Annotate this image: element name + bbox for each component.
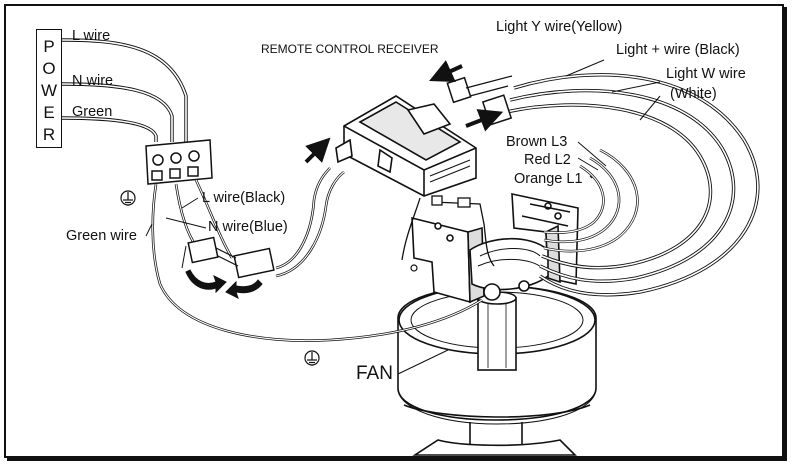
light-plus-label: Light + wire (Black): [616, 42, 740, 58]
remote-control-receiver: [335, 95, 477, 197]
rotate-arrows-icon: [185, 269, 263, 299]
power-wires: [61, 38, 188, 142]
terminal-block-icon: [145, 139, 213, 185]
power-letter: P: [43, 37, 55, 56]
remote-receiver-label: REMOTE CONTROL RECEIVER: [261, 42, 439, 56]
red-l2-label: Red L2: [524, 152, 571, 168]
orange-l1-label: Orange L1: [514, 171, 583, 187]
l-wire-black-label: L wire(Black): [202, 190, 286, 206]
ground-icon: [120, 190, 418, 366]
diagram-frame: [4, 4, 784, 458]
fan-label: FAN: [356, 363, 393, 384]
green-wire-label: Green wire: [66, 228, 137, 244]
power-letter: O: [42, 59, 56, 78]
brown-l3-label: Brown L3: [506, 134, 568, 150]
light-y-label: Light Y wire(Yellow): [496, 19, 623, 35]
power-letter: R: [42, 125, 56, 144]
receiver-to-fan-wires: [401, 195, 495, 267]
green-label: Green: [72, 104, 113, 120]
inline-connectors: [187, 236, 275, 279]
arrow-icon: [304, 60, 504, 164]
l-wire-label: L wire: [72, 28, 111, 44]
leader-lines: [145, 197, 449, 375]
n-wire-label: N wire: [72, 73, 114, 89]
light-w-label: Light W wire: [666, 66, 746, 82]
light-wires: [505, 59, 760, 297]
power-letter: W: [40, 81, 58, 100]
power-box: P O W E R: [36, 29, 62, 148]
n-wire-blue-label: N wire(Blue): [208, 219, 288, 235]
light-w-color-label: (White): [670, 86, 717, 102]
power-letter: E: [43, 103, 55, 122]
